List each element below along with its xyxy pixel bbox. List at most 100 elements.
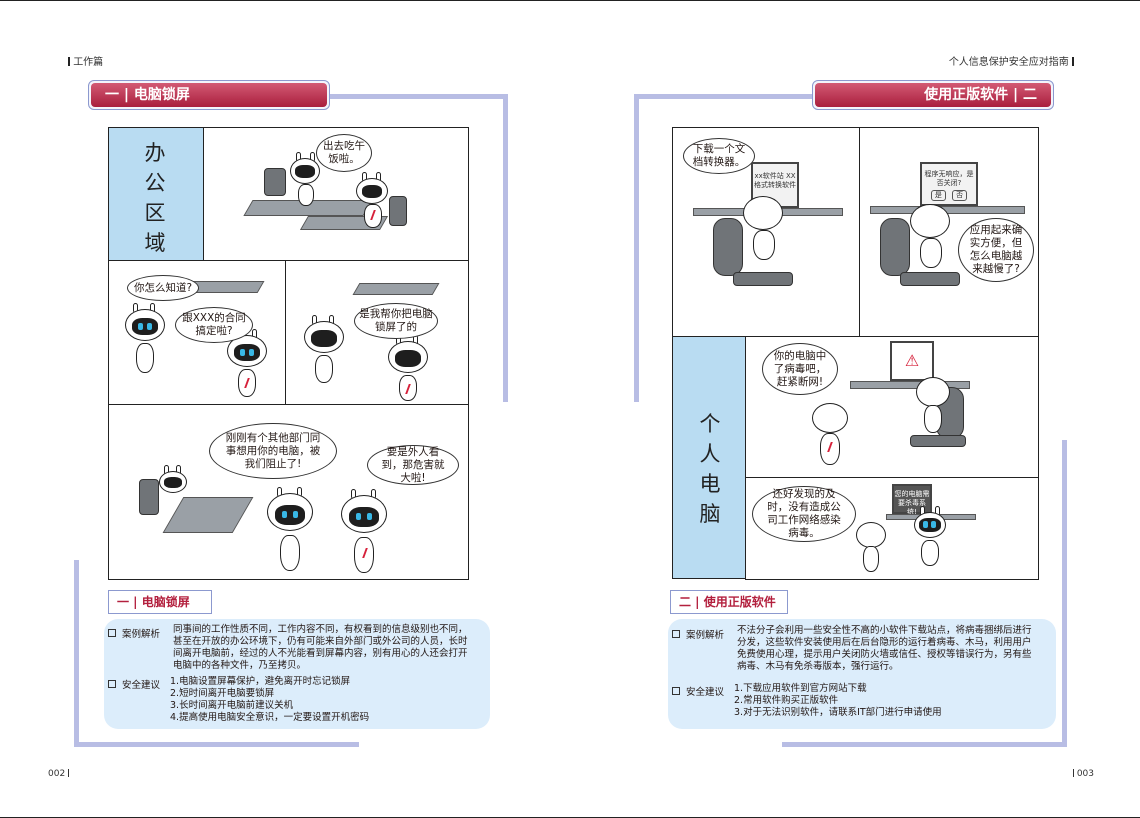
comic-panel-locked-screen: 是我帮你把电脑锁屏了的 [285, 260, 469, 405]
advice-item: 3.对于无法识别软件，请联系IT部门进行申请使用 [734, 707, 942, 718]
robot-character [227, 329, 267, 397]
running-head-left: 工作篇 [68, 53, 103, 68]
chair-seat [910, 435, 966, 447]
area-title-char: 域 [144, 231, 166, 255]
area-title-char: 公 [144, 171, 166, 195]
area-title-office: 办 公 区 域 [140, 138, 170, 258]
robot-body [924, 405, 942, 433]
monitor: 程序无响应，是否关闭? 是 否 [920, 162, 978, 206]
bullet-square-icon [108, 680, 116, 688]
robot-character [267, 487, 313, 573]
advice-item: 1.下载应用软件到官方网站下载 [734, 683, 867, 694]
comic-panel-how-did-you-know: 你怎么知道? 跟XXX的合同搞定啦? [108, 260, 286, 405]
chair-seat [733, 272, 793, 286]
running-head-right: 个人信息保护安全应对指南 [949, 53, 1074, 68]
robot-head [916, 377, 950, 407]
robot-face [362, 185, 382, 198]
robot-face [395, 350, 421, 367]
lightning-icon [405, 384, 411, 394]
advice-list-left: 1.电脑设置屏幕保护，避免离开时忘记锁屏 2.短时间离开电脑要锁屏 3.长时间离… [170, 676, 480, 724]
robot-body [280, 535, 300, 571]
page-number-right: 003 [1072, 769, 1094, 779]
bullet-square-icon [672, 687, 680, 695]
robot-face [919, 518, 941, 532]
robot-character [856, 516, 886, 576]
speech-bubble: 刚刚有个其他部门同事想用你的电脑，被我们阻止了! [209, 423, 337, 479]
robot-body [136, 343, 154, 373]
robot-face [132, 318, 158, 335]
chair-seat [900, 272, 960, 286]
area-title-char: 人 [699, 442, 721, 466]
lightning-icon [370, 210, 376, 220]
banner-right: 使用正版软件 | 二 [812, 80, 1054, 110]
area-title-char: 个 [699, 412, 721, 436]
robot-body [921, 540, 939, 566]
banner-left: 一 | 电脑锁屏 [88, 80, 330, 110]
lightning-icon [244, 378, 250, 388]
speech-bubble: 你的电脑中了病毒吧，赶紧断网! [762, 343, 838, 395]
decorative-frame-top-left [330, 94, 508, 99]
advice-label-right: 安全建议 [672, 684, 724, 698]
robot-eye [138, 323, 143, 330]
screen-button-yes: 是 [930, 190, 946, 201]
advice-list-right: 1.下载应用软件到官方网站下载 2.常用软件购买正版软件 3.对于无法识别软件，… [734, 683, 1044, 719]
speech-bubble: 出去吃午饭啦。 [316, 134, 372, 172]
robot-head [743, 196, 783, 230]
robot-head [910, 204, 950, 238]
speech-bubble: 下载一个文档转换器。 [683, 138, 755, 174]
screen-text: 您的电脑需要杀毒系统! [894, 490, 930, 516]
decorative-frame-left-right [634, 94, 639, 402]
robot-body [920, 238, 942, 268]
screen-text: 程序无响应，是否关闭? [924, 170, 974, 187]
banner-right-title: 使用正版软件 | 二 [815, 83, 1051, 107]
comic-panel-virus: ⚠ 你的电脑中了病毒吧，赶紧断网! [745, 336, 1039, 478]
speech-bubble: 应用起来确实方便，但怎么电脑越来越慢了? [958, 218, 1034, 282]
robot-eye [249, 349, 254, 356]
robot-head [856, 522, 886, 548]
area-title-pc: 个 人 电 脑 [695, 409, 725, 529]
robot-body [863, 546, 879, 572]
area-title-char: 电 [699, 472, 721, 496]
robot-body [354, 537, 374, 573]
office-desk [352, 283, 440, 295]
robot-character [914, 506, 946, 570]
speech-bubble: 你怎么知道? [127, 275, 199, 301]
decorative-frame-bottom-right [782, 742, 1067, 747]
robot-character [290, 152, 324, 208]
robot-eye [147, 323, 152, 330]
analysis-text-left: 同事间的工作性质不同，工作内容不同，有权看到的信息级别也不同，甚至在开放的办公环… [173, 624, 468, 671]
robot-head [812, 403, 848, 433]
screen-text: xx软件站 XX格式转换软件 [754, 172, 796, 189]
robot-character [356, 172, 390, 228]
robot-body [238, 369, 256, 397]
area-title-char: 区 [144, 201, 166, 225]
comic-panel-title-right: 个 人 电 脑 [672, 336, 746, 579]
robot-face [164, 477, 182, 488]
robot-body [820, 433, 840, 465]
chair-back [264, 168, 286, 196]
robot-eye [923, 521, 928, 528]
screen-button-no: 否 [952, 190, 968, 201]
section-tag-left: 一 | 电脑锁屏 [108, 590, 212, 614]
robot-character [916, 371, 950, 433]
computer-desk [850, 381, 970, 389]
area-title-char: 脑 [699, 502, 721, 526]
robot-character [341, 489, 387, 575]
decorative-frame-right-bottom [1062, 440, 1067, 747]
advice-item: 4.提高使用电脑安全意识，一定要设置开机密码 [170, 712, 370, 723]
decorative-frame-top-right [634, 94, 814, 99]
robot-face [295, 165, 315, 178]
advice-label-left: 安全建议 [108, 677, 160, 691]
robot-face [234, 344, 260, 361]
analysis-label-left: 案例解析 [108, 626, 160, 640]
robot-character [159, 465, 187, 505]
robot-eye [931, 521, 936, 528]
robot-character [125, 303, 165, 373]
comic-panel-slow-computer: 程序无响应，是否关闭? 是 否 应用起来确实方便，但怎么电脑越来越慢了? [859, 127, 1039, 337]
speech-bubble: 跟XXX的合同搞定啦? [175, 307, 253, 343]
comic-panel-lunch: 出去吃午饭啦。 [203, 127, 469, 261]
robot-character [388, 335, 428, 401]
comic-panel-found-in-time: 您的电脑需要杀毒系统! 还好发现的及时，没有造成公司工作网络感染病毒。 [745, 477, 1039, 580]
chair-back [389, 196, 407, 226]
robot-eye [293, 511, 298, 518]
